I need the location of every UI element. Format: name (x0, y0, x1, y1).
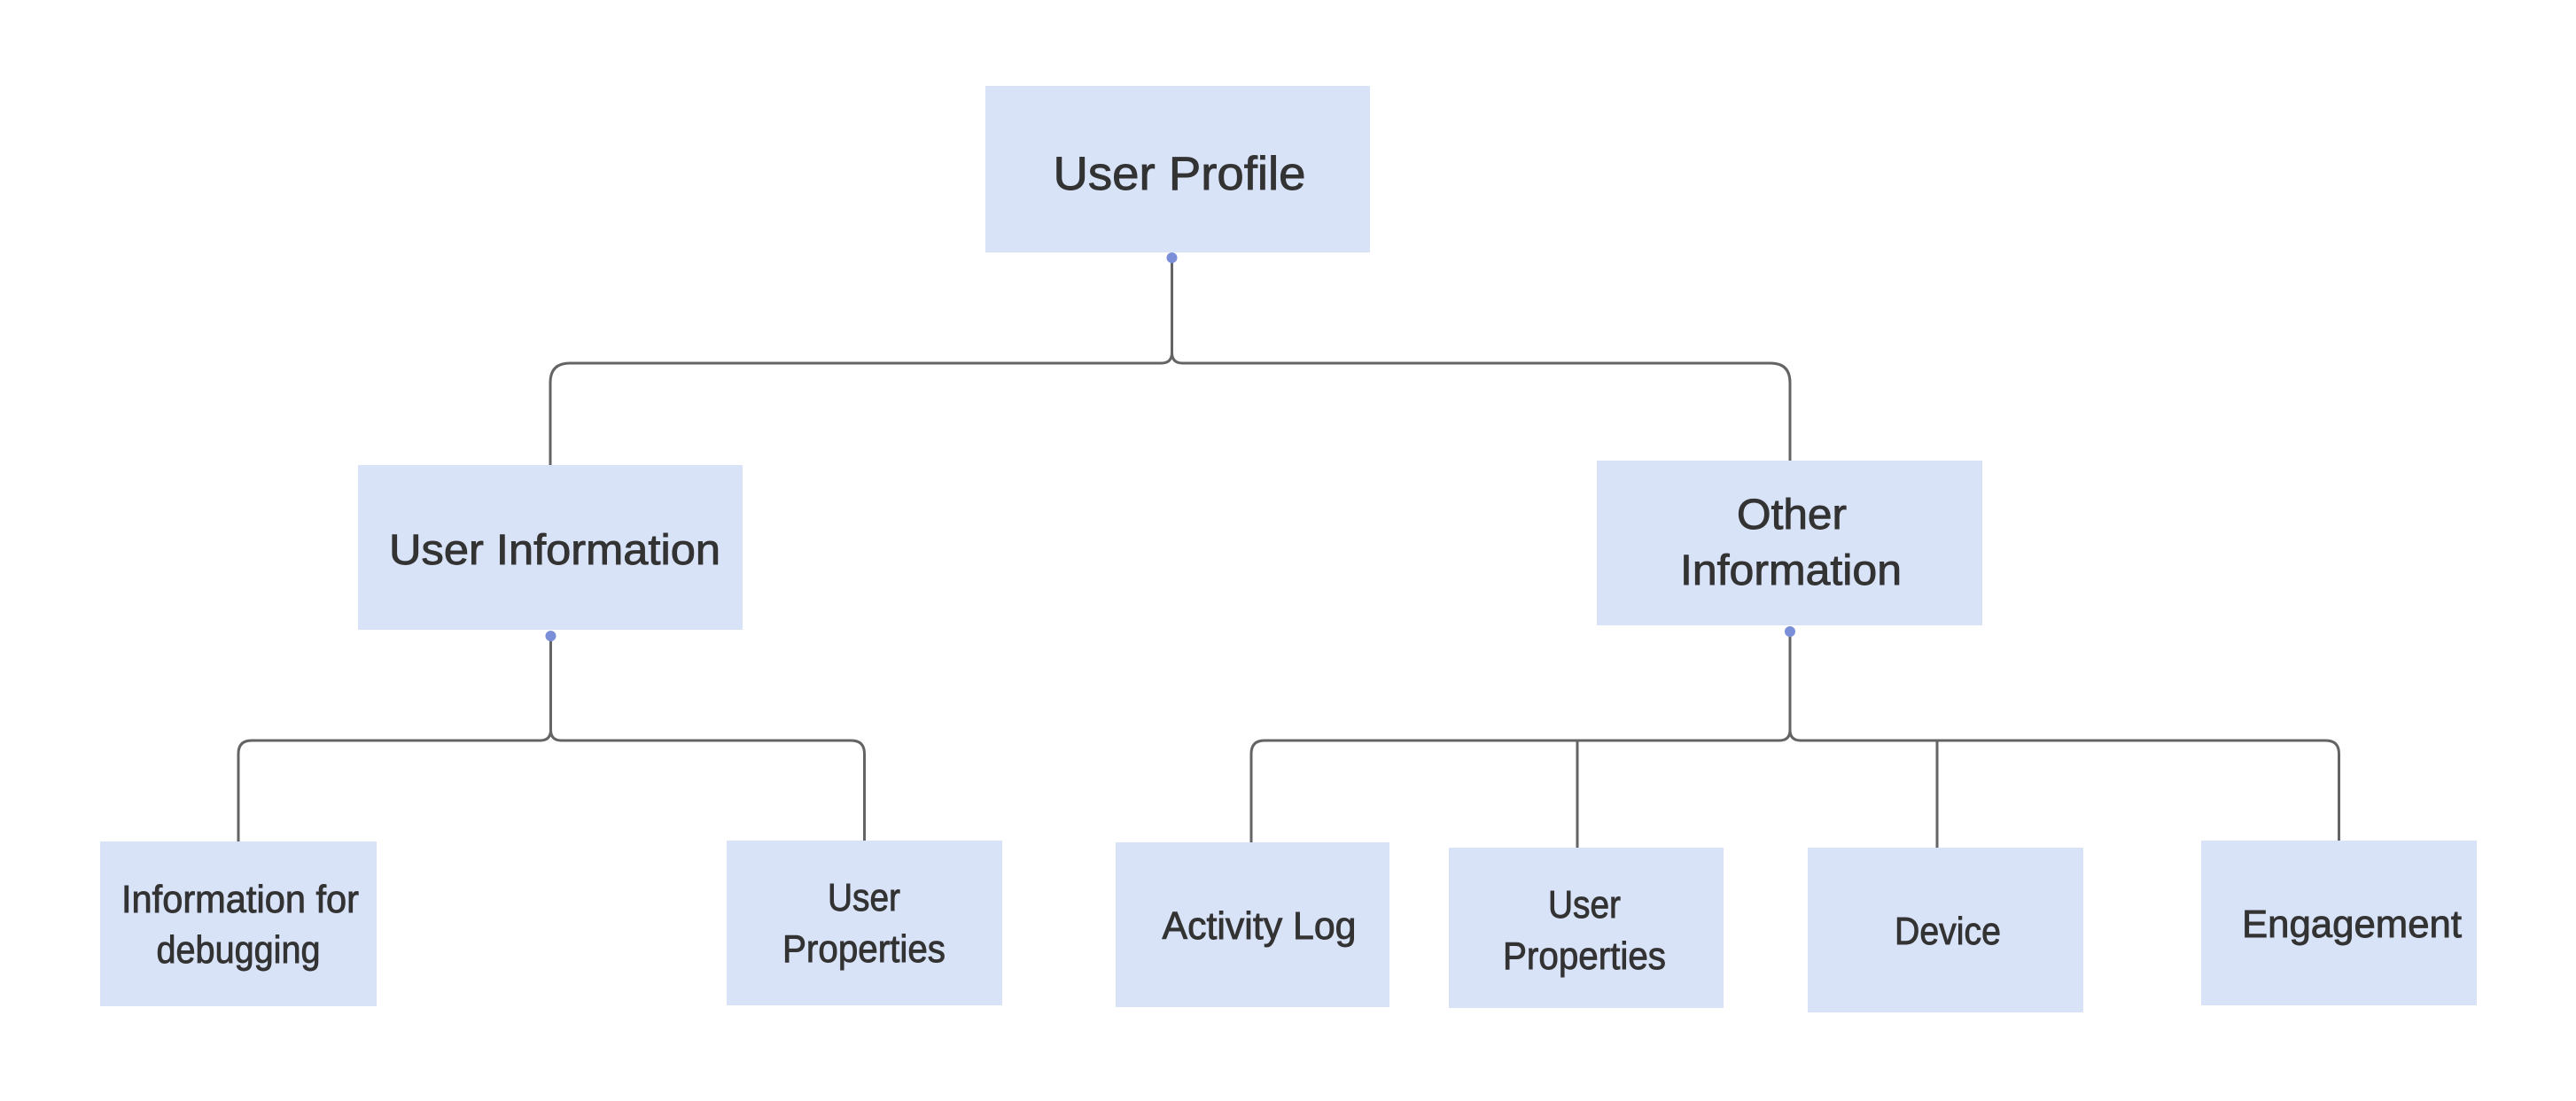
svg-text:User: User (1548, 883, 1621, 927)
svg-text:User Profile: User Profile (1054, 148, 1306, 200)
svg-text:Properties: Properties (782, 927, 946, 971)
svg-text:Device: Device (1895, 910, 2001, 953)
svg-text:Information for: Information for (121, 878, 359, 921)
svg-text:User: User (828, 876, 900, 919)
svg-text:Properties: Properties (1503, 934, 1666, 978)
svg-text:Engagement: Engagement (2242, 903, 2462, 946)
svg-text:debugging: debugging (157, 928, 321, 972)
svg-text:Activity Log: Activity Log (1163, 904, 1357, 948)
svg-text:Information: Information (1680, 547, 1902, 594)
svg-text:User Information: User Information (389, 527, 720, 574)
svg-text:Other: Other (1737, 492, 1847, 539)
